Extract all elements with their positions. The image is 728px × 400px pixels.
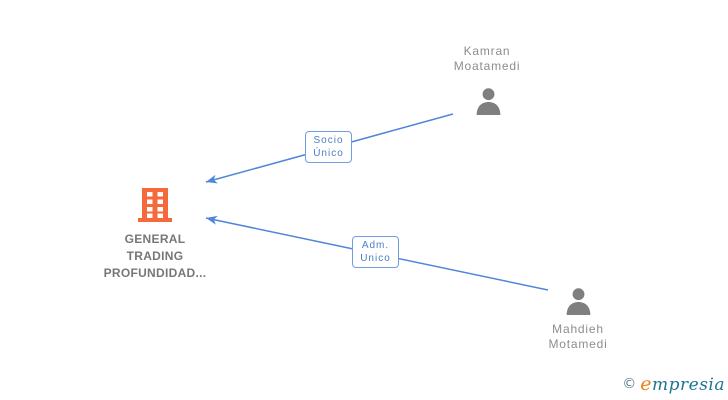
person-icon[interactable] [475,88,502,115]
building-icon [138,188,172,222]
edge-label-line: Único [313,148,344,159]
person-node-kamran[interactable]: Kamran Moatamedi [417,44,557,74]
person-name-line: Mahdieh [552,322,604,336]
person-name-line: Moatamedi [453,59,521,73]
brand-rest: mpresia [652,375,725,395]
company-name-line: PROFUNDIDAD... [103,266,207,280]
brand-logo: empresia [640,373,725,395]
company-name-line: GENERAL [124,232,186,246]
edge-label-line: Adm. [361,240,390,251]
edge-label-line: Socio [313,135,344,146]
company-name-line: TRADING [126,249,184,263]
edge-label-line: Unico [360,253,391,264]
brand-initial: e [640,373,652,395]
copyright-icon: © [622,376,637,392]
company-node[interactable]: GENERAL TRADING PROFUNDIDAD... [93,188,217,282]
person-name-line: Kamran [463,44,511,58]
person-icon[interactable] [565,288,592,315]
person-node-mahdieh[interactable]: Mahdieh Motamedi [508,322,648,352]
edge-label-socio-unico: Socio Único [305,131,352,163]
brand-footer[interactable]: © empresia [622,373,725,395]
company-name: GENERAL TRADING PROFUNDIDAD... [93,231,217,282]
person-name-line: Motamedi [548,337,608,351]
edge-label-adm-unico: Adm. Unico [352,236,399,268]
